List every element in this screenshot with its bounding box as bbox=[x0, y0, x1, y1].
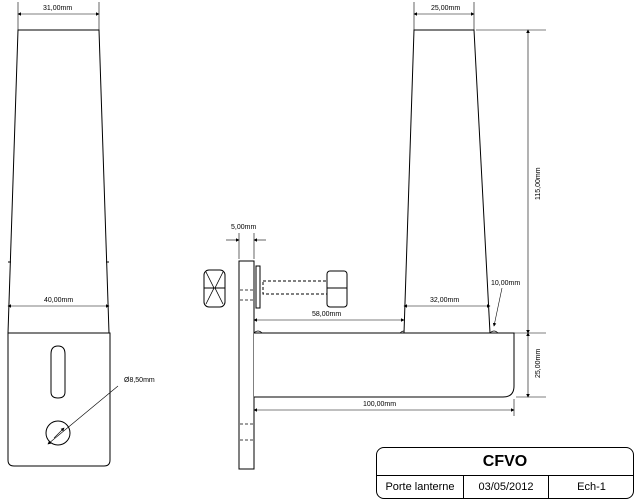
side-dimensions bbox=[226, 2, 546, 416]
bolt-shank bbox=[262, 280, 328, 295]
part-name: Porte lanterne bbox=[377, 476, 464, 498]
slot bbox=[50, 345, 66, 399]
title-block: CFVO Porte lanterne 03/05/2012 Ech-1 bbox=[376, 447, 634, 499]
dim-bolt-span: 58,00mm bbox=[312, 311, 341, 318]
dim-height: 115,00mm bbox=[535, 167, 542, 200]
washer bbox=[255, 265, 261, 309]
side-view bbox=[203, 29, 515, 470]
mount-hole bbox=[45, 420, 71, 446]
back-plate bbox=[238, 260, 255, 470]
front-view bbox=[7, 29, 111, 467]
dim-fillet: 10,00mm bbox=[491, 280, 520, 287]
dim-plate-thickness: 5,00mm bbox=[231, 224, 256, 231]
upright-body bbox=[403, 29, 491, 334]
dim-top-width-left: 31,00mm bbox=[43, 5, 72, 12]
front-base-outline bbox=[7, 332, 111, 467]
dim-top-width-right: 25,00mm bbox=[431, 5, 460, 12]
drawing-date: 03/05/2012 bbox=[464, 476, 549, 498]
front-body-outline bbox=[7, 29, 110, 334]
dim-base-width-right: 32,00mm bbox=[430, 297, 459, 304]
drawing-scale: Ech-1 bbox=[577, 481, 606, 493]
dim-hole-diameter: Ø8,50mm bbox=[124, 377, 155, 384]
bolt-head bbox=[326, 270, 348, 308]
drawing-title: CFVO bbox=[377, 448, 633, 476]
front-dimensions bbox=[7, 2, 119, 445]
dim-base-length: 100,00mm bbox=[363, 401, 396, 408]
dim-base-height: 25,00mm bbox=[535, 349, 542, 378]
dim-base-width-left: 40,00mm bbox=[44, 297, 73, 304]
base-arm bbox=[254, 332, 515, 398]
